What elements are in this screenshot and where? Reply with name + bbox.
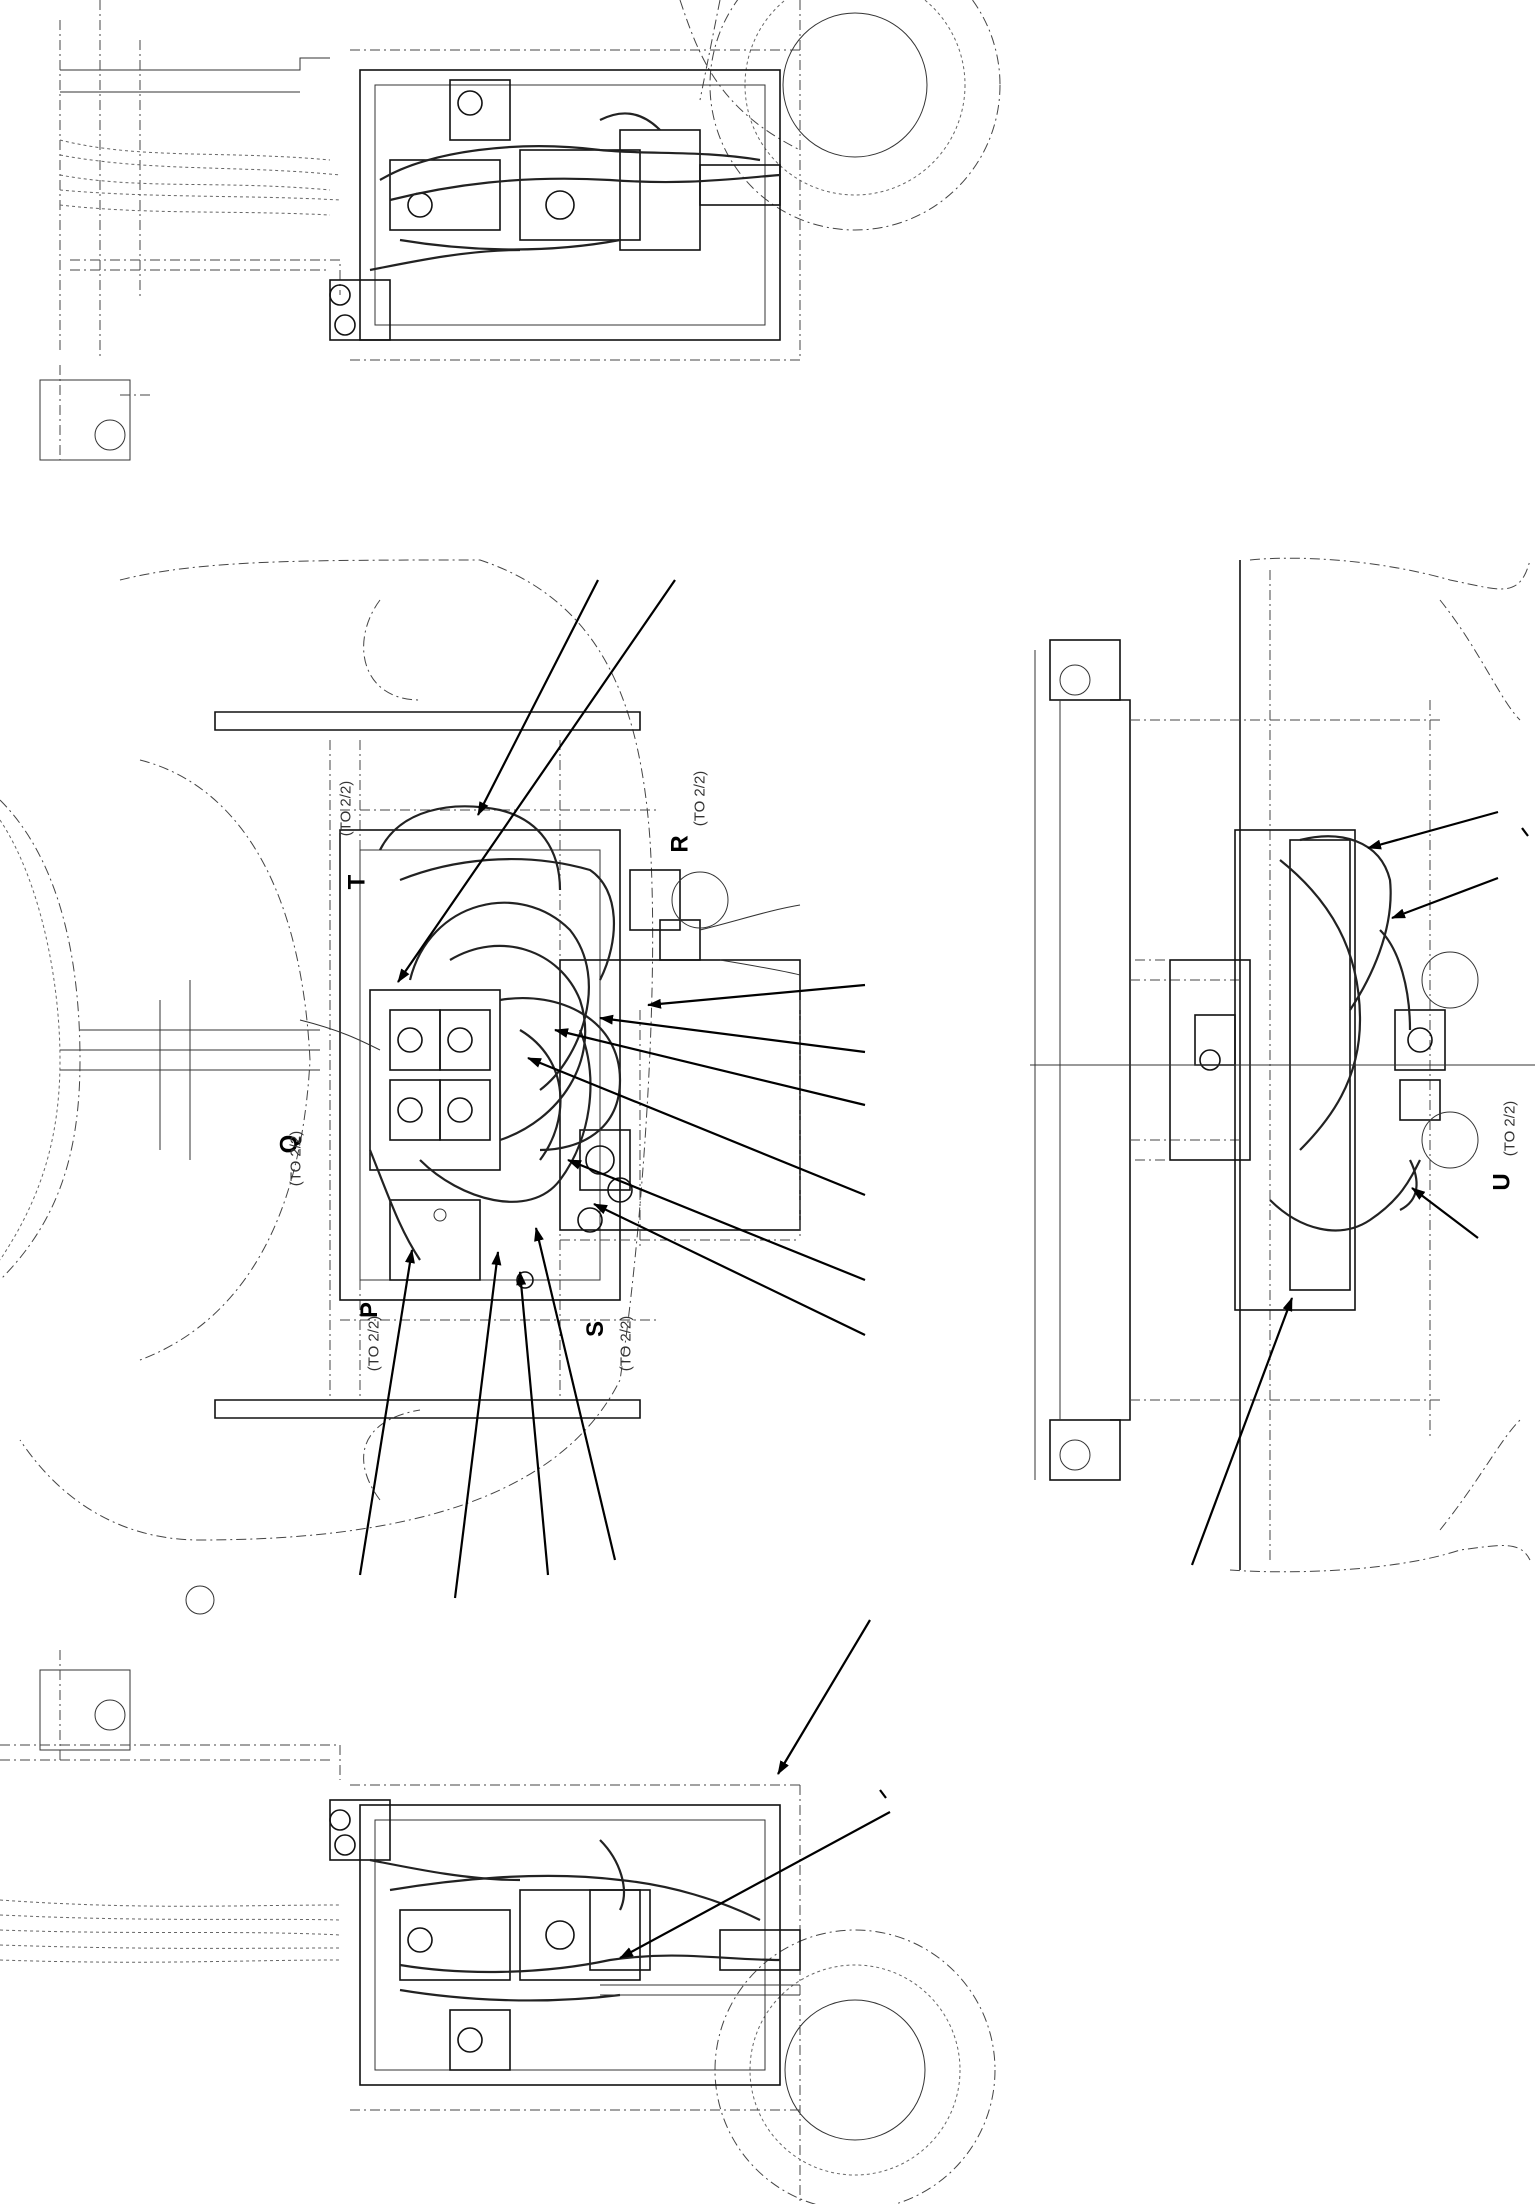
leader-arrows — [358, 579, 1529, 1959]
callout-note-u: (TO 2/2) — [1501, 1100, 1519, 1157]
leader-arrow — [534, 1227, 617, 1561]
leader-arrow — [527, 1056, 866, 1197]
leader-arrow — [647, 983, 866, 1009]
leader-arrow — [358, 1249, 415, 1576]
leader-arrow — [1411, 1187, 1479, 1239]
leader-arrow — [593, 1203, 866, 1336]
tick-mark — [1521, 827, 1529, 837]
leader-arrow — [777, 1619, 871, 1775]
callout-note-t: (TO 2/2) — [337, 780, 355, 837]
callout-letter-t: T — [343, 874, 371, 890]
leader-arrow — [1391, 876, 1499, 920]
center-view — [0, 559, 801, 1615]
bottom-view — [0, 1650, 996, 2209]
callout-note-p: (TO 2/2) — [365, 1315, 383, 1372]
callout-note-q: (TO 2/2) — [287, 1130, 305, 1187]
leader-arrow — [1190, 1297, 1294, 1566]
leader-arrow — [477, 579, 599, 816]
top-view — [39, 0, 1001, 461]
callout-letter-r: R — [666, 835, 694, 853]
callout-note-r: (TO 2/2) — [691, 770, 709, 827]
leader-arrow — [619, 1811, 891, 1959]
tick-mark — [879, 1789, 887, 1799]
leader-arrow — [516, 1271, 550, 1576]
leader-arrow — [599, 1014, 866, 1054]
callout-letter-s: S — [582, 1320, 610, 1338]
callout-letter-u: U — [1488, 1173, 1516, 1191]
leader-arrow — [453, 1251, 502, 1599]
callout-note-s: (TO 2/2) — [617, 1315, 635, 1372]
leader-arrow — [554, 1028, 866, 1107]
right-view — [1030, 557, 1535, 1573]
leader-arrow — [567, 1158, 866, 1282]
leader-arrow — [397, 579, 676, 983]
leader-arrow — [1367, 810, 1499, 850]
